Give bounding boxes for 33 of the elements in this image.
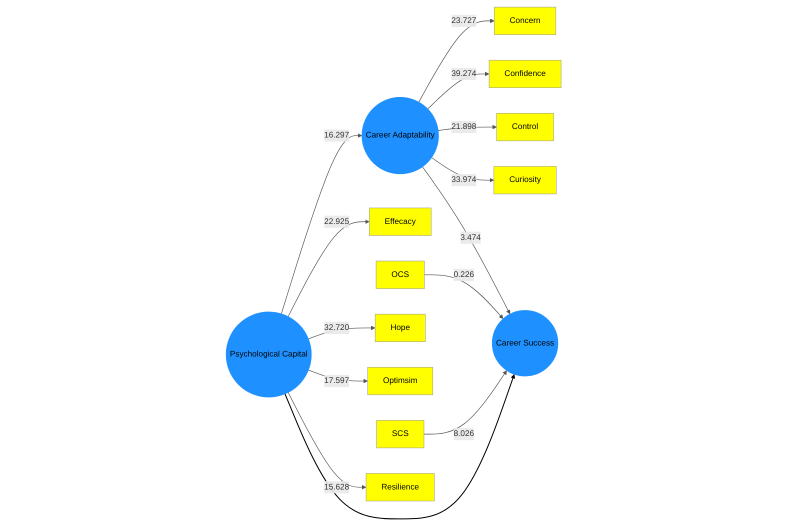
arrow xyxy=(288,392,367,489)
edge-label: 3.474 xyxy=(460,232,482,242)
edge-label: 39.274 xyxy=(452,68,477,78)
edge-label: 33.974 xyxy=(452,175,477,184)
node-box: Concern xyxy=(494,6,557,34)
edge-label: 15.628 xyxy=(324,482,350,491)
arrow xyxy=(424,370,508,434)
node-box: Effecacy xyxy=(370,207,432,236)
edge-label: 8.026 xyxy=(454,429,474,438)
edge-label: 21.898 xyxy=(452,122,477,131)
node-box: Control xyxy=(496,112,554,141)
node-box: OCS xyxy=(376,260,426,288)
node-circle: Career Success xyxy=(492,310,559,376)
node-box: Hope xyxy=(375,313,426,342)
arrow xyxy=(281,132,363,314)
arrow xyxy=(424,274,504,318)
edge-label: 32.720 xyxy=(324,322,350,332)
node-circle: Career Adaptability xyxy=(362,96,440,174)
node-box: Resilience xyxy=(366,472,436,501)
edge-label: 23.727 xyxy=(452,16,477,24)
node-box: SCS xyxy=(376,420,425,448)
arrow xyxy=(418,18,495,102)
arrow xyxy=(284,374,516,519)
node-box: Curiosity xyxy=(494,166,557,194)
edge-label: 22.925 xyxy=(324,216,350,226)
node-circle: Psychological Capital xyxy=(226,311,312,397)
arrow xyxy=(422,166,511,314)
node-box: Confidence xyxy=(489,59,562,88)
arrow xyxy=(288,219,370,316)
edge-label: 16.297 xyxy=(324,130,350,140)
node-box: Optimsim xyxy=(368,366,434,395)
edge-label: 17.597 xyxy=(324,376,350,385)
edge-label: 0.226 xyxy=(454,270,474,278)
